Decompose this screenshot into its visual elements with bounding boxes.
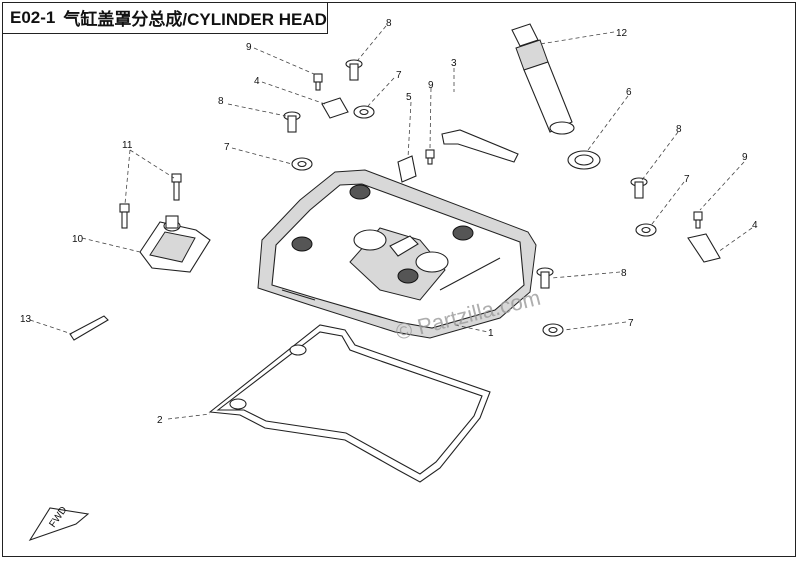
callout-label: 7 <box>684 174 690 185</box>
fwd-arrow-icon: FWD <box>28 505 90 542</box>
ignition-coil-part[interactable] <box>511 23 575 135</box>
bracket-part[interactable] <box>321 97 721 263</box>
clip-part[interactable] <box>397 155 417 183</box>
bolt-part[interactable] <box>283 59 648 289</box>
callout-label: 8 <box>386 18 392 29</box>
callout-label: 4 <box>752 220 758 231</box>
small-bolt-part[interactable] <box>313 73 703 229</box>
gasket-part[interactable] <box>208 324 491 483</box>
callout-label: 9 <box>428 80 434 91</box>
callout-label: 3 <box>451 58 457 69</box>
diagram-title: 气缸盖罩分总成/CYLINDER HEAD COVER <box>63 10 327 29</box>
strip-part[interactable] <box>441 129 519 163</box>
callout-label: 7 <box>628 318 634 329</box>
long-bolt-part[interactable] <box>119 173 182 229</box>
diagram-code: E02-1 <box>10 7 56 27</box>
callout-labels: 1 2 3 4 4 5 6 7 7 7 7 8 8 8 8 9 9 9 10 1… <box>20 18 758 426</box>
callout-label: 8 <box>218 96 224 107</box>
cylinder-head-cover-part[interactable] <box>257 169 537 339</box>
callout-label: 4 <box>254 76 260 87</box>
callout-label: 8 <box>676 124 682 135</box>
callout-label: 5 <box>406 92 412 103</box>
seal-ring-part[interactable] <box>567 150 601 170</box>
callout-label: 10 <box>72 234 84 245</box>
callout-label: 13 <box>20 314 32 325</box>
callout-label: 8 <box>621 268 627 279</box>
callout-label: 2 <box>157 415 163 426</box>
callout-label: 9 <box>246 42 252 53</box>
title-box: E02-1 气缸盖罩分总成/CYLINDER HEAD COVER <box>2 2 328 34</box>
callout-label: 9 <box>742 152 748 163</box>
callout-label: 6 <box>626 87 632 98</box>
washer-part[interactable] <box>291 105 657 337</box>
pin-part[interactable] <box>69 315 109 341</box>
leader-lines <box>29 25 753 420</box>
callout-label: 7 <box>396 70 402 81</box>
callout-label: 12 <box>616 28 628 39</box>
callout-label: 7 <box>224 142 230 153</box>
callout-label: 11 <box>122 140 133 151</box>
breather-cover-part[interactable] <box>139 215 211 273</box>
callout-label: 1 <box>488 328 494 339</box>
